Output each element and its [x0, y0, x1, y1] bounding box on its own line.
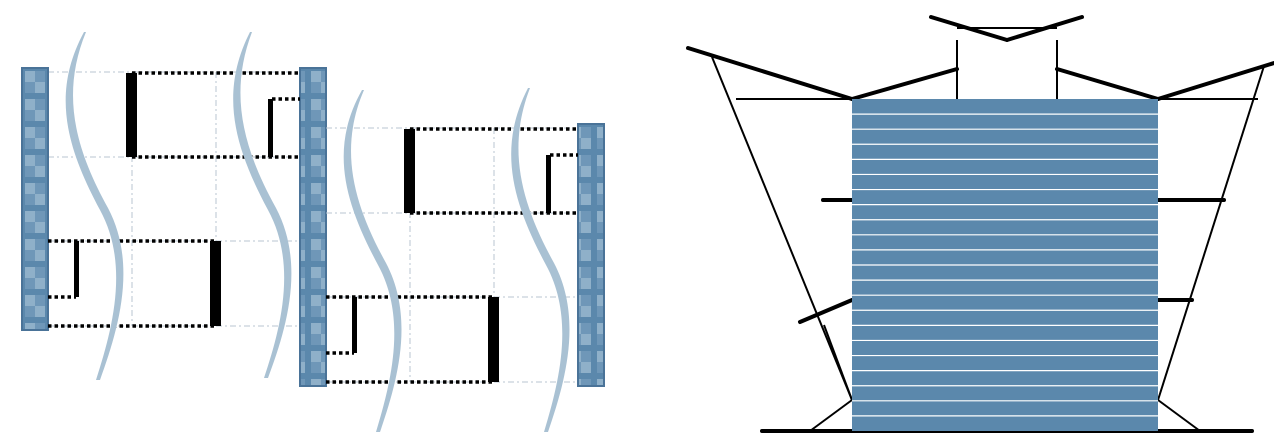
wave-ribbon: [65, 32, 124, 380]
black-core-bar: [404, 129, 415, 213]
module-2: [326, 88, 605, 432]
black-thin-bar: [352, 297, 357, 353]
structural-column-right: [577, 123, 605, 387]
wave-ribbon: [511, 88, 570, 432]
black-core-bar: [126, 73, 137, 157]
module-1: [21, 32, 327, 387]
left-panel: [21, 32, 605, 432]
wave-ribbon: [233, 32, 292, 378]
black-thin-bar: [546, 155, 551, 213]
black-thin-bar: [268, 99, 273, 157]
frame-outline: [711, 27, 1265, 432]
dotted-connectors: [48, 71, 300, 328]
grid-lines: [326, 127, 578, 383]
black-core-bar: [210, 241, 221, 326]
dotted-connectors: [326, 127, 578, 384]
wave-ribbon: [343, 90, 402, 432]
black-core-bar: [488, 297, 499, 382]
structural-column-left: [21, 67, 49, 331]
structural-column-middle: [299, 67, 327, 387]
floor-bands: [852, 113, 1158, 417]
black-thin-bar: [74, 241, 79, 297]
grid-lines: [48, 71, 300, 327]
right-panel: [686, 15, 1274, 433]
